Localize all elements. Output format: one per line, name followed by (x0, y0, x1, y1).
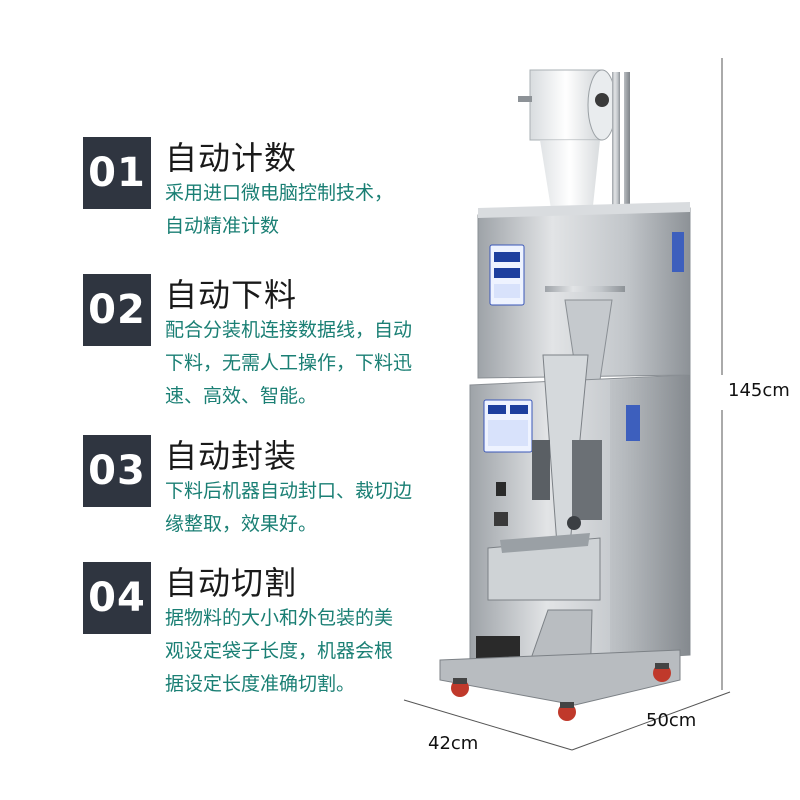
feature-number: 04 (83, 562, 151, 634)
depth-dimension-label: 50cm (646, 710, 697, 731)
feature-number: 02 (83, 274, 151, 346)
feature-description: 采用进口微电脑控制技术，自动精准计数 (165, 182, 394, 237)
feature-title: 自动封装 (165, 437, 298, 475)
upper-cabinet (477, 202, 691, 381)
machine-base (439, 649, 681, 721)
feature-title: 自动计数 (165, 139, 298, 177)
feature-description: 配合分装机连接数据线，自动下料，无需人工操作，下料迅速、高效、智能。 (165, 319, 413, 407)
feature-number: 01 (83, 137, 151, 209)
feature-title: 自动切割 (165, 564, 298, 602)
feature-title: 自动下料 (165, 276, 298, 314)
width-dimension-label: 42cm (428, 733, 479, 754)
dimension-lines (403, 58, 731, 751)
height-dimension-label: 145cm (728, 380, 790, 401)
feature-description: 下料后机器自动封口、裁切边缘整取，效果好。 (165, 480, 413, 535)
feature-number: 03 (83, 435, 151, 507)
feature-description: 据物料的大小和外包装的美观设定袋子长度，机器会根据设定长度准确切割。 (165, 607, 394, 695)
lower-cabinet (469, 354, 691, 691)
film-roll (518, 69, 617, 215)
